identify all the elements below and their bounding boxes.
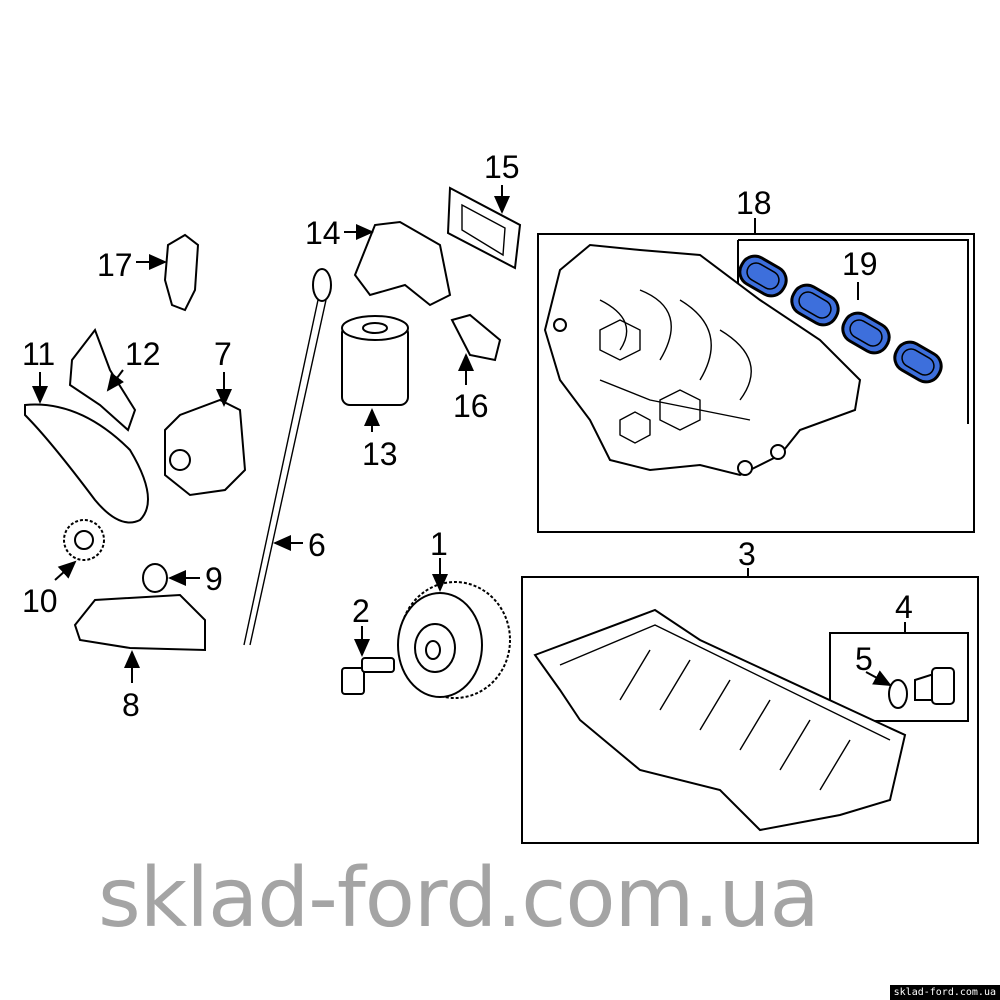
leader-lines [32,185,906,686]
pulley-bolt[interactable] [341,657,395,695]
callout-11: 11 [22,336,55,372]
callout-8: 8 [122,687,140,723]
callout-15: 15 [484,149,520,185]
callout-2: 2 [352,593,370,629]
oil-pump-chain[interactable] [24,403,149,524]
seal[interactable] [142,563,168,593]
oil-pressure-sensor[interactable] [450,313,502,362]
callout-14: 14 [305,215,341,251]
oil-pan[interactable] [533,608,907,832]
callout-18: 18 [736,185,772,221]
intake-manifold[interactable] [543,243,862,477]
oil-filter[interactable] [341,315,409,406]
callout-13: 13 [362,436,398,472]
crankshaft-pulley[interactable] [397,581,511,699]
sprocket[interactable] [63,519,105,561]
callout-3: 3 [738,536,756,572]
callout-16: 16 [453,388,489,424]
drain-plug[interactable] [914,667,955,705]
callout-6: 6 [308,527,326,563]
dipstick[interactable] [243,268,332,646]
callout-4: 4 [895,589,913,625]
callout-7: 7 [214,336,232,372]
drain-plug-group-box [829,632,969,722]
vct-solenoid[interactable] [163,233,200,312]
watermark: sklad-ford.com.ua [98,851,820,946]
adapter-gasket[interactable] [446,186,522,270]
callout-1: 1 [430,526,448,562]
footer-tag: sklad-ford.com.ua [889,985,1000,1000]
callout-12: 12 [125,336,161,372]
callout-5: 5 [855,641,873,677]
gasket-set-box-top [738,239,969,424]
callout-9: 9 [205,561,223,597]
oil-pump[interactable] [164,398,247,497]
drain-plug-washer[interactable] [888,679,908,709]
chain-tensioner[interactable] [68,327,137,432]
oil-pan-group-box [521,576,979,844]
intake-gaskets[interactable] [735,251,947,387]
callout-19: 19 [842,246,878,282]
callout-10: 10 [22,583,58,619]
oil-pump-baffle[interactable] [73,593,206,652]
callout-17: 17 [97,247,133,283]
oil-filter-adapter[interactable] [353,220,452,307]
